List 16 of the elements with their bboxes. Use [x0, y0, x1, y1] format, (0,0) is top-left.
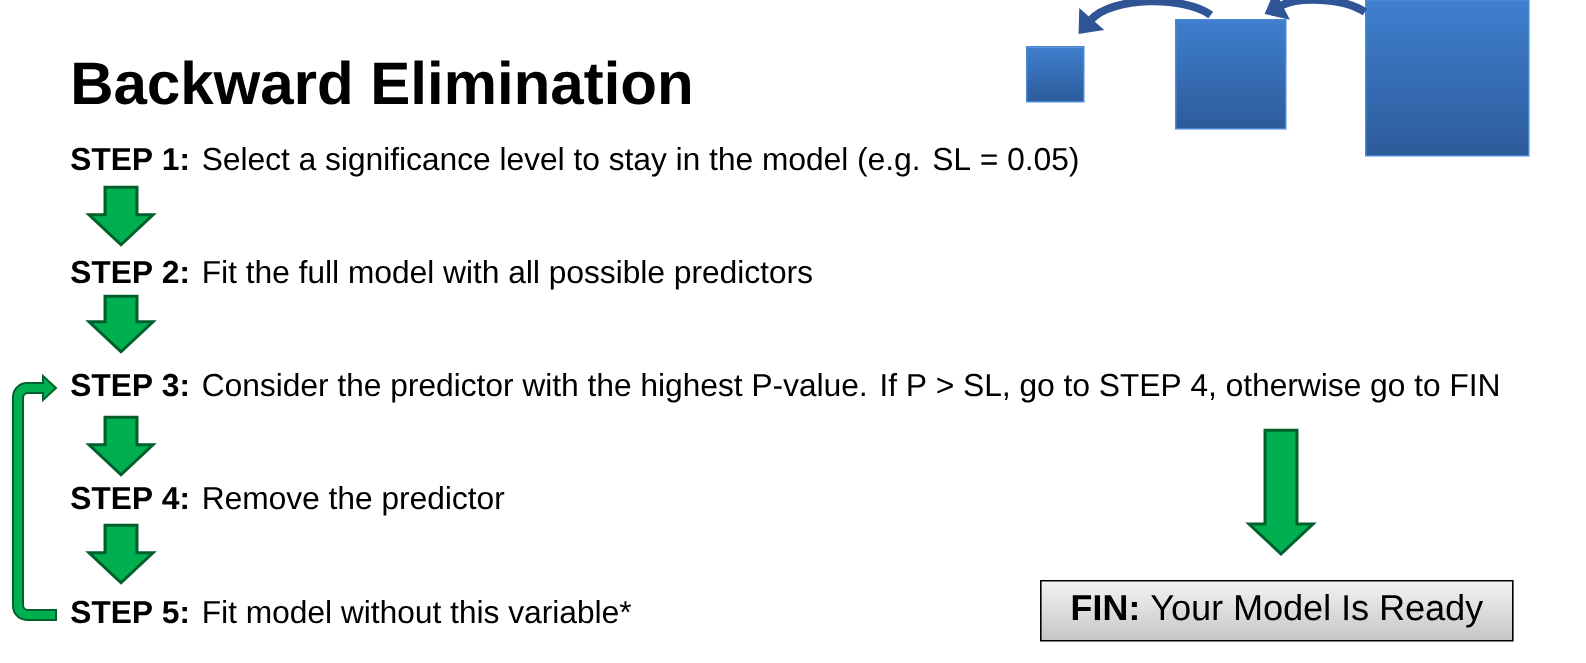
block-arrow — [85, 415, 157, 477]
step-text: STEP 2: Fit the full model with all possible predictors — [71, 260, 812, 290]
result-box: FIN: Your Model Is Ready — [1040, 580, 1514, 642]
square — [1175, 19, 1287, 130]
step-text: STEP 4: Remove the predictor — [71, 486, 505, 516]
square — [1026, 46, 1085, 103]
title: Backward Elimination — [74, 60, 690, 105]
step-text: STEP 1: Select a significance level to stay in the model (e.g. SL = 0.05) — [71, 147, 1078, 177]
step-text: STEP 5: Fit model without this variable* — [71, 600, 632, 624]
step-text: STEP 3: Consider the predictor with the highest P-value. If P > SL, go to STEP 4, otherwise go to FIN — [71, 373, 1498, 403]
loop-arrow — [12, 375, 57, 621]
block-arrow — [85, 294, 157, 354]
square — [1365, 0, 1530, 157]
block-arrow — [1245, 428, 1317, 557]
curved-arrow — [1078, 0, 1213, 34]
block-arrow — [85, 523, 157, 585]
